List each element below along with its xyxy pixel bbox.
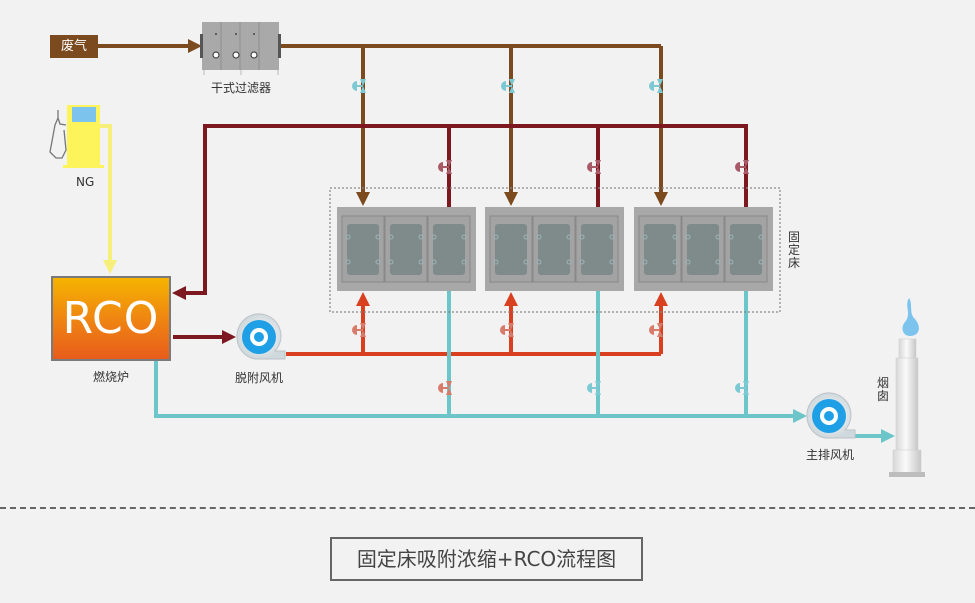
valve-icon xyxy=(587,381,601,395)
adsorbent-panel xyxy=(433,224,465,275)
diagram-title: 固定床吸附浓缩+RCO流程图 xyxy=(330,537,643,581)
valve-icon xyxy=(649,79,663,93)
adsorbent-panel xyxy=(538,224,570,275)
arrow-to-rco xyxy=(172,286,186,300)
arrow-to-bed-1 xyxy=(356,192,370,206)
hot-air-line xyxy=(286,302,663,356)
arrow-up-bed-1 xyxy=(356,292,370,306)
adsorption-beds xyxy=(337,207,773,291)
arrow-to-main-fan xyxy=(793,409,807,423)
arrow-up-bed-3 xyxy=(654,292,668,306)
adsorbent-panel xyxy=(390,224,422,275)
furnace-label: 燃烧炉 xyxy=(93,370,130,384)
exhaust-line xyxy=(154,291,883,438)
chimney-label: 烟囱 xyxy=(876,376,889,403)
fuel-line xyxy=(100,124,112,262)
adsorbent-panel xyxy=(644,224,676,275)
fixed-bed-label: 固定床 xyxy=(787,230,800,270)
valve-icon xyxy=(649,323,663,337)
valve-icon xyxy=(438,160,452,174)
fixed-bed-enclosure xyxy=(329,187,781,313)
section-divider xyxy=(0,507,975,509)
dry-filter-label: 干式过滤器 xyxy=(211,81,272,95)
valve-icon xyxy=(587,160,601,174)
adsorbent-panel xyxy=(347,224,379,275)
valve-icon xyxy=(352,323,366,337)
desorption-fan xyxy=(236,313,286,360)
ng-label: NG xyxy=(76,175,95,189)
valve-icon xyxy=(735,381,749,395)
waste-gas-label: 废气 xyxy=(50,35,98,58)
valve-icon xyxy=(500,323,514,337)
main-fan-label: 主排风机 xyxy=(806,448,855,462)
chimney xyxy=(889,298,925,477)
valve-icon xyxy=(501,79,515,93)
ng-fuel-pump xyxy=(49,105,104,168)
flame xyxy=(902,298,919,336)
arrow-to-desorption-fan xyxy=(222,330,236,344)
adsorbent-panel xyxy=(495,224,527,275)
adsorbent-panel xyxy=(730,224,762,275)
arrow-to-bed-2 xyxy=(504,192,518,206)
waste-gas-line xyxy=(98,44,663,195)
adsorbent-panel xyxy=(687,224,719,275)
bed-unit-2 xyxy=(485,207,624,291)
dry-filter xyxy=(200,22,281,75)
arrow-to-bed-3 xyxy=(654,192,668,206)
waste-gas-arrows xyxy=(188,39,668,206)
arrow-to-chimney xyxy=(881,429,895,443)
arrow-to-filter xyxy=(188,39,202,53)
bed-unit-3 xyxy=(634,207,773,291)
bed-unit-1 xyxy=(337,207,476,291)
adsorbent-panel xyxy=(581,224,613,275)
rco-furnace: RCO xyxy=(51,276,171,361)
valve-icon xyxy=(438,381,452,395)
hot-air-arrows xyxy=(356,292,668,306)
valve-icon xyxy=(352,79,366,93)
arrow-up-bed-2 xyxy=(504,292,518,306)
valve-icon xyxy=(735,160,749,174)
valves xyxy=(352,79,749,395)
arrow-fuel-to-rco xyxy=(103,260,117,274)
desorption-fan-label: 脱附风机 xyxy=(235,371,284,385)
main-exhaust-fan xyxy=(806,392,856,439)
